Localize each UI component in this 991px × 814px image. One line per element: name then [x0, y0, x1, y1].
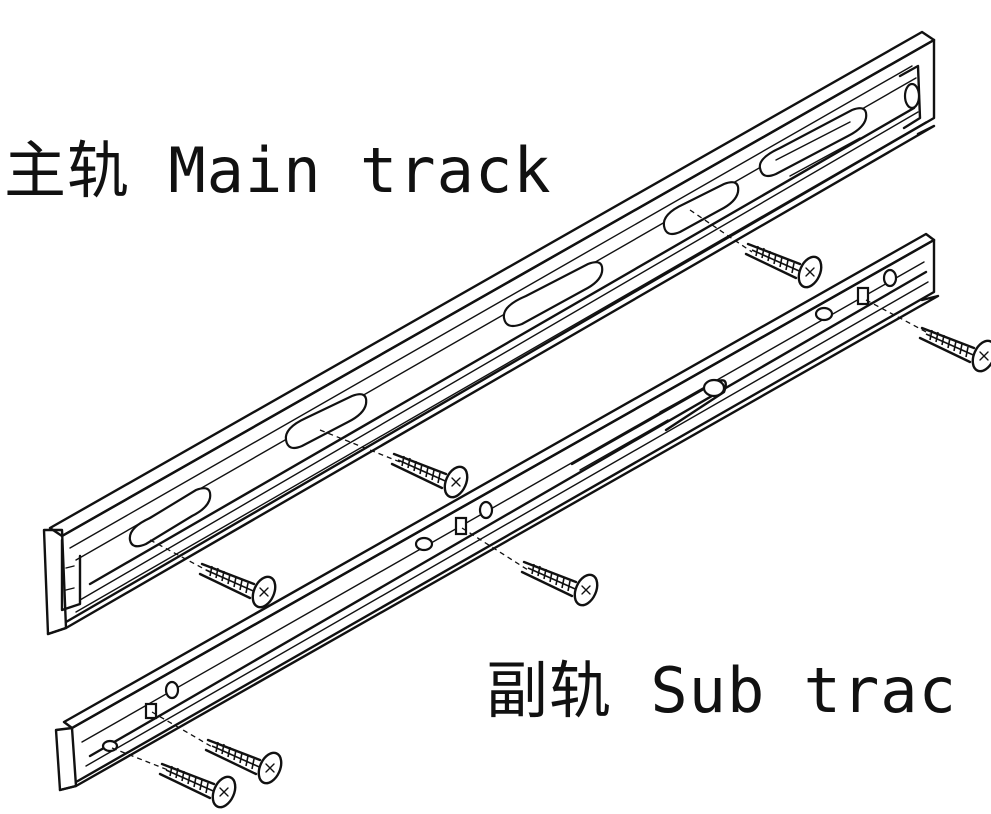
screw-sub-2	[865, 299, 991, 376]
screw-sub-3	[151, 711, 287, 788]
screw-sub-4	[111, 747, 241, 812]
screw-main-3	[689, 209, 827, 292]
screw-sub-1	[461, 527, 603, 610]
main-track-rail	[42, 30, 936, 636]
screw-main-2	[319, 429, 473, 502]
screw-main-1	[149, 539, 281, 612]
sub-track-label: 副轨 Sub trac	[486, 654, 957, 727]
main-track-label: 主轨 Main track	[4, 134, 552, 207]
sub-track-rail	[54, 232, 940, 792]
